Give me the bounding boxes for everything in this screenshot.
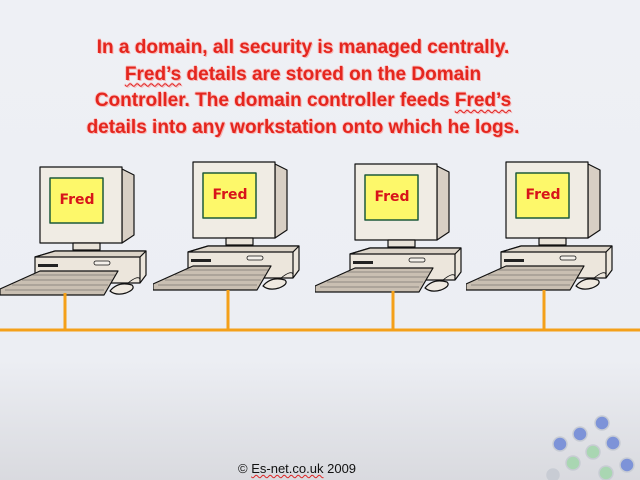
screen-label: Fred	[212, 187, 248, 203]
title-line-4: details into any workstation onto which …	[86, 116, 520, 138]
screen-label: Fred	[525, 187, 561, 203]
computer-icon	[466, 161, 613, 291]
footer-site: Es-net.co.uk	[251, 461, 324, 476]
footer-copyright: © Es-net.co.uk 2009	[238, 461, 356, 476]
workstation-4: Fred	[466, 160, 626, 295]
title-line-1: In a domain, all security is managed cen…	[96, 37, 510, 58]
screen-label: Fred	[374, 189, 410, 205]
computer-icon	[0, 166, 147, 296]
footer-year: 2009	[327, 461, 357, 476]
copyright-symbol: ©	[238, 461, 248, 476]
computer-icon	[315, 163, 462, 293]
screen-label: Fred	[59, 192, 95, 208]
title-line-3: Controller. The domain controller feeds …	[40, 88, 566, 115]
workstation-1: Fred	[0, 165, 160, 300]
computer-icon	[153, 161, 300, 291]
fred-word: Fred’s	[124, 63, 182, 85]
title-line-2: Fred’s details are stored on the Domain	[40, 62, 566, 89]
title-line-3-text: Controller. The domain controller feeds	[94, 90, 450, 111]
fred-word: Fred’s	[454, 90, 512, 111]
workstation-2: Fred	[153, 160, 313, 295]
title-line-2-text: details are stored on the Domain	[186, 63, 482, 85]
workstation-3: Fred	[315, 162, 475, 297]
decorative-bubbles-logo	[546, 415, 635, 480]
slide-title: In a domain, all security is managed cen…	[40, 35, 566, 141]
